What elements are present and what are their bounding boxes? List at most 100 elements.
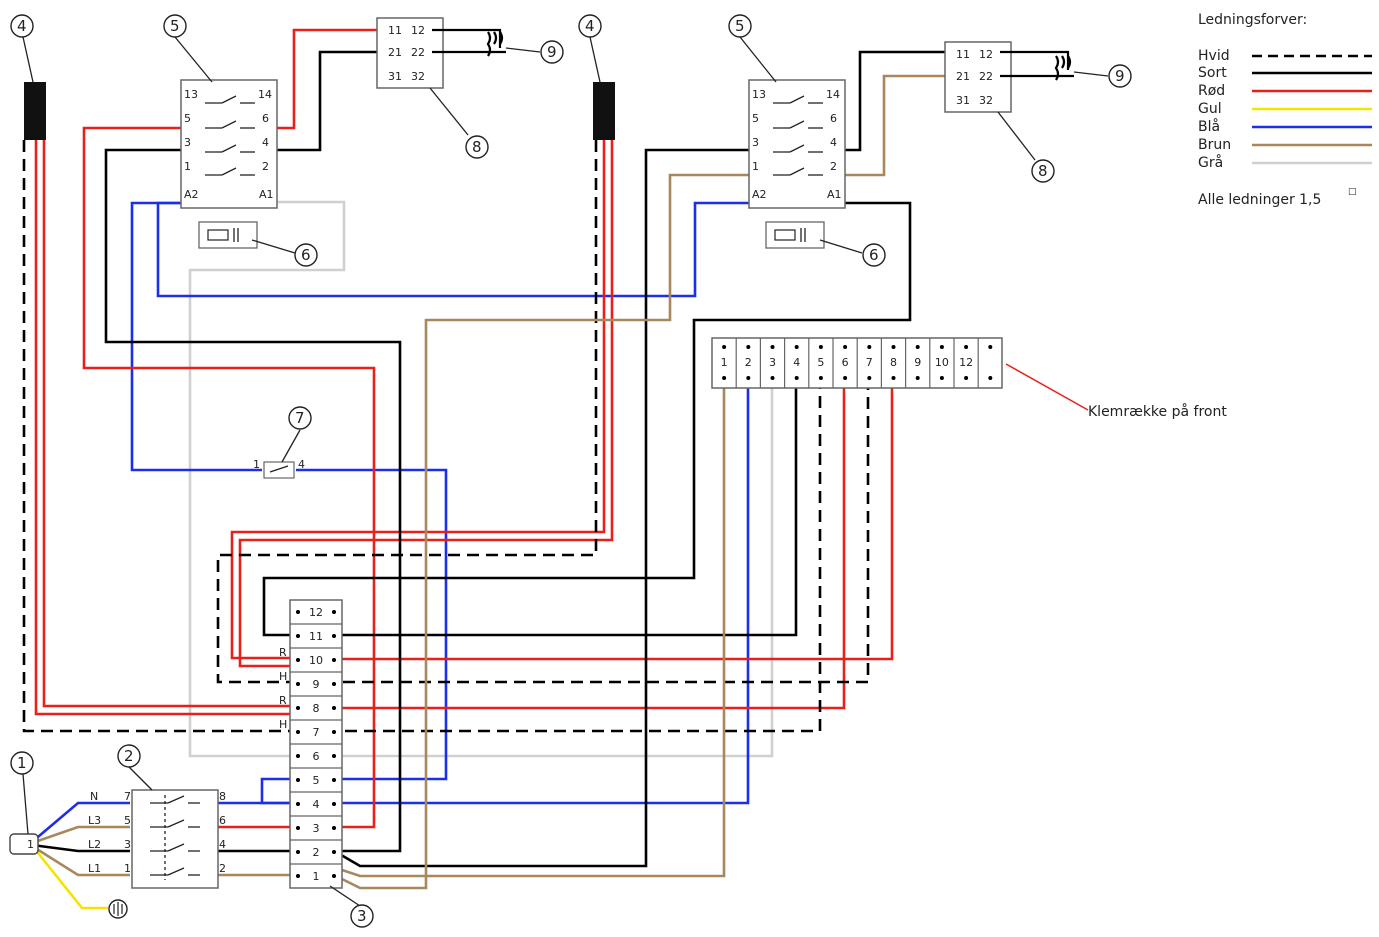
front-terminal-number: 9 (914, 356, 921, 369)
aux-right-32: 32 (979, 94, 993, 107)
front-terminal-screw (818, 345, 823, 349)
wire-yellow-earth (32, 847, 108, 910)
svg-text:7: 7 (295, 409, 305, 427)
aux-left-31: 31 (388, 70, 402, 83)
callout-leaders (22, 36, 1109, 907)
svg-text:5: 5 (735, 17, 745, 35)
cable-sheath-left (24, 82, 46, 140)
front-terminal-screw (964, 345, 969, 349)
main-terminal-screw (296, 826, 300, 830)
front-terminal-number: 6 (842, 356, 849, 369)
callout-9-right: 9 (1108, 64, 1132, 88)
relay-left-ta1: A1 (259, 188, 274, 201)
front-terminal-screw (794, 376, 799, 380)
front-terminal-screw (915, 345, 920, 349)
legend-brun: Brun (1198, 137, 1231, 153)
front-terminal-screw (843, 345, 848, 349)
callout-3: 3 (350, 904, 374, 928)
legend-rod: Rød (1198, 83, 1225, 99)
main-strip-h9: H (279, 670, 287, 683)
main-terminal-number: 8 (313, 702, 320, 715)
aux-right-12: 12 (979, 48, 993, 61)
relay-left-t14: 14 (258, 88, 272, 101)
wire-blue-sw7-to-5 (296, 468, 448, 781)
main-terminal-screw (296, 778, 300, 782)
main-terminal-screw (296, 610, 300, 614)
callout-8-left: 8 (465, 135, 489, 159)
relay-left-t2: 2 (262, 160, 269, 173)
main-strip-r10: R (279, 646, 287, 659)
coil-left-wires (432, 28, 506, 57)
main-switch: 7 5 3 1 8 6 4 2 N L3 L2 L1 (88, 789, 226, 889)
front-terminal-number: 4 (793, 356, 800, 369)
aux-left-22: 22 (411, 46, 425, 59)
aux-left-11: 11 (388, 24, 402, 37)
switch2-l0: 7 (124, 790, 131, 803)
front-terminal-screw (818, 376, 823, 380)
relay-right-t3: 3 (752, 136, 759, 149)
front-terminal-screw (988, 376, 993, 380)
main-terminal-screw (332, 874, 336, 878)
wire-blue-a2-link (156, 201, 752, 298)
main-terminal-screw (332, 850, 336, 854)
main-terminal-screw (332, 730, 336, 734)
relay-left-t5: 5 (184, 112, 191, 125)
legend-hvid: Hvid (1198, 48, 1230, 64)
callout-4-right: 4 (578, 14, 602, 38)
callout-7: 7 (288, 406, 312, 430)
main-terminal-screw (332, 706, 336, 710)
front-terminal-number: 12 (959, 356, 973, 369)
svg-text:9: 9 (547, 43, 557, 61)
legend: Ledningsforver: Hvid Sort Rød Gul Blå Br… (1198, 12, 1372, 208)
main-terminal-number: 10 (309, 654, 323, 667)
callout-4-left: 4 (10, 14, 34, 38)
wire-red-cable4-left-b (42, 140, 300, 708)
aux-right-21: 21 (956, 70, 970, 83)
switch2-l1: 5 (124, 814, 131, 827)
main-strip-h7: H (279, 718, 287, 731)
wires (22, 28, 1089, 910)
front-terminal-screw (722, 376, 727, 380)
callout-6-left: 6 (294, 243, 318, 267)
front-terminal-number: 10 (935, 356, 949, 369)
svg-text:3: 3 (357, 907, 367, 925)
callout-9-left: 9 (540, 40, 564, 64)
main-terminal-number: 3 (313, 822, 320, 835)
main-terminal-number: 9 (313, 678, 320, 691)
legend-note-sup: □ (1348, 187, 1357, 197)
aux-left-21: 21 (388, 46, 402, 59)
main-terminal-screw (296, 730, 300, 734)
front-terminal-screw (746, 345, 751, 349)
main-terminal-number: 2 (313, 846, 320, 859)
main-terminal-number: 7 (313, 726, 320, 739)
main-terminal-screw (296, 874, 300, 878)
front-terminal-screw (867, 376, 872, 380)
front-terminal-screw (722, 345, 727, 349)
phase-l1: L1 (88, 862, 101, 875)
main-terminal-number: 4 (313, 798, 320, 811)
svg-text:8: 8 (472, 138, 482, 156)
front-terminal-number: 1 (721, 356, 728, 369)
wire-blue-N (31, 801, 130, 843)
svg-text:1: 1 (17, 754, 27, 772)
front-strip-pointer (1005, 363, 1089, 411)
main-terminal-number: 5 (313, 774, 320, 787)
wire-brown-L1 (31, 844, 130, 877)
wire-brown-L3 (31, 825, 130, 845)
front-terminal-number: 7 (866, 356, 873, 369)
front-terminal-screw (988, 345, 993, 349)
switch2-l3: 1 (124, 862, 131, 875)
wire-grey-front3 (336, 380, 774, 758)
main-terminal-screw (332, 634, 336, 638)
main-terminal-screw (296, 658, 300, 662)
legend-bla: Blå (1198, 118, 1220, 135)
main-terminal-screw (332, 754, 336, 758)
relay-right: 13 14 5 6 3 4 1 2 A2 A1 (748, 79, 846, 249)
main-terminal-number: 11 (309, 630, 323, 643)
front-terminal-number: 5 (817, 356, 824, 369)
front-terminal-number: 3 (769, 356, 776, 369)
legend-sort: Sort (1198, 65, 1227, 81)
wire-black-relay3 (104, 148, 402, 853)
